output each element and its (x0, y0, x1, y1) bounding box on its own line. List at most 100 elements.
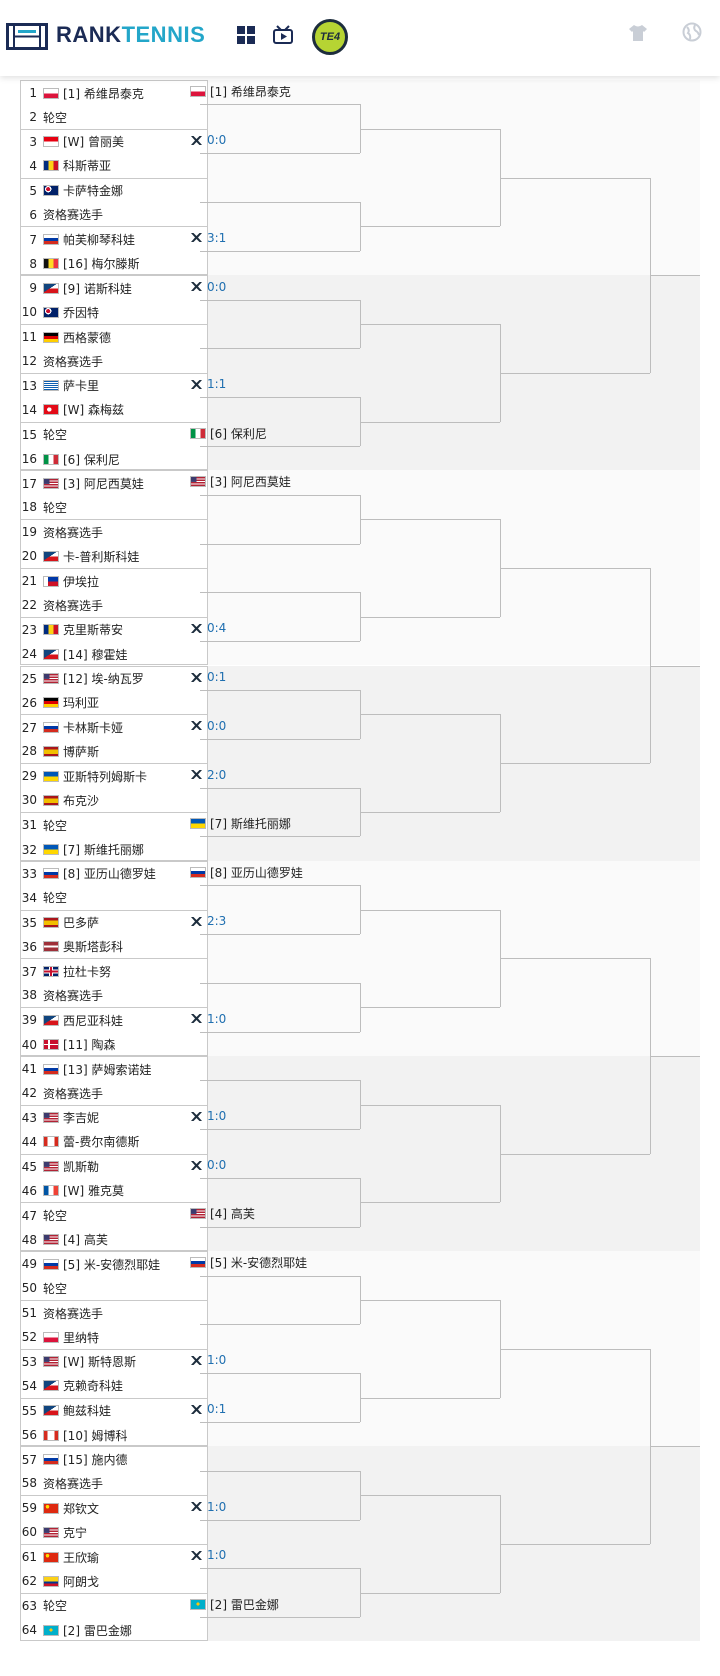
player-name: [1] 希维昂泰克 (63, 86, 144, 101)
match-score[interactable]: 1:0 (190, 1348, 226, 1372)
pol-flag-icon (190, 85, 206, 97)
match-score[interactable]: 1:1 (190, 372, 226, 396)
player-row[interactable]: 53[W] 斯特恩斯 (21, 1350, 207, 1374)
match-score[interactable]: 1:0 (190, 1495, 226, 1519)
player-row[interactable]: 16[6] 保利尼 (21, 447, 207, 471)
player-row[interactable]: 9[9] 诺斯科娃 (21, 276, 207, 300)
player-row[interactable]: 3[W] 曾丽美 (21, 130, 207, 154)
player-row[interactable]: 49[5] 米-安德烈耶娃 (21, 1252, 207, 1276)
player-row[interactable]: 14[W] 森梅兹 (21, 398, 207, 423)
match-score[interactable]: 3:1 (190, 226, 226, 250)
advanced-player[interactable]: [4] 高芙 (190, 1202, 255, 1226)
player-row[interactable]: 57[15] 施内德 (21, 1447, 207, 1471)
score-value: 1:0 (207, 1109, 227, 1124)
te4-badge[interactable]: TE4 (312, 19, 348, 55)
player-row[interactable]: 8[16] 梅尔滕斯 (21, 252, 207, 276)
match-score[interactable]: 0:1 (190, 665, 226, 689)
match-score[interactable]: 1:0 (190, 1104, 226, 1128)
player-row[interactable]: 64[2] 雷巴金娜 (21, 1618, 207, 1642)
player-row[interactable]: 48[4] 高芙 (21, 1228, 207, 1252)
player-row[interactable]: 32[7] 斯维托丽娜 (21, 837, 207, 861)
match-score[interactable]: 0:0 (190, 714, 226, 738)
grid-icon[interactable] (236, 25, 256, 45)
player-row[interactable]: 56[10] 姆博科 (21, 1423, 207, 1447)
player-row[interactable]: 17[3] 阿尼西莫娃 (21, 471, 207, 495)
player-row[interactable]: 46[W] 雅克莫 (21, 1179, 207, 1204)
advanced-player[interactable]: [3] 阿尼西莫娃 (190, 470, 291, 494)
match-score[interactable]: 0:0 (190, 1153, 226, 1177)
brand-name[interactable]: RANKTENNIS (56, 22, 205, 48)
match-score[interactable]: 2:3 (190, 909, 226, 933)
draw-position: 3 (29, 134, 37, 149)
player-row[interactable]: 25[12] 埃-纳瓦罗 (21, 667, 207, 691)
globe-icon[interactable] (682, 22, 702, 42)
advanced-player[interactable]: [2] 雷巴金娜 (190, 1592, 279, 1616)
advanced-player[interactable]: [5] 米-安德烈耶娃 (190, 1251, 307, 1275)
match-score[interactable]: 0:4 (190, 616, 226, 640)
match-score[interactable]: 2:0 (190, 763, 226, 787)
shirt-icon[interactable] (628, 24, 648, 42)
ranktennis-logo-icon[interactable] (6, 23, 48, 50)
advanced-player[interactable]: [1] 希维昂泰克 (190, 79, 291, 103)
player-row[interactable]: 40[11] 陶森 (21, 1033, 207, 1057)
match-score[interactable]: 1:0 (190, 1007, 226, 1031)
advanced-player[interactable]: [6] 保利尼 (190, 421, 267, 445)
player-row[interactable]: 41[13] 萨姆索诺娃 (21, 1057, 207, 1081)
video-icon[interactable] (272, 24, 294, 46)
match-score[interactable]: 0:1 (190, 1397, 226, 1421)
advanced-player[interactable]: [7] 斯维托丽娜 (190, 811, 291, 835)
player-row[interactable]: 24[14] 穆霍娃 (21, 642, 207, 666)
match-score[interactable]: 0:0 (190, 128, 226, 152)
advanced-player[interactable]: [8] 亚历山德罗娃 (190, 860, 303, 884)
player-row[interactable]: 33[8] 亚历山德罗娃 (21, 862, 207, 886)
match-score[interactable]: 1:0 (190, 1543, 226, 1567)
draw-position: 4 (29, 158, 37, 173)
player-row[interactable]: 1[1] 希维昂泰克 (21, 81, 207, 105)
match-score[interactable]: 0:0 (190, 275, 226, 299)
